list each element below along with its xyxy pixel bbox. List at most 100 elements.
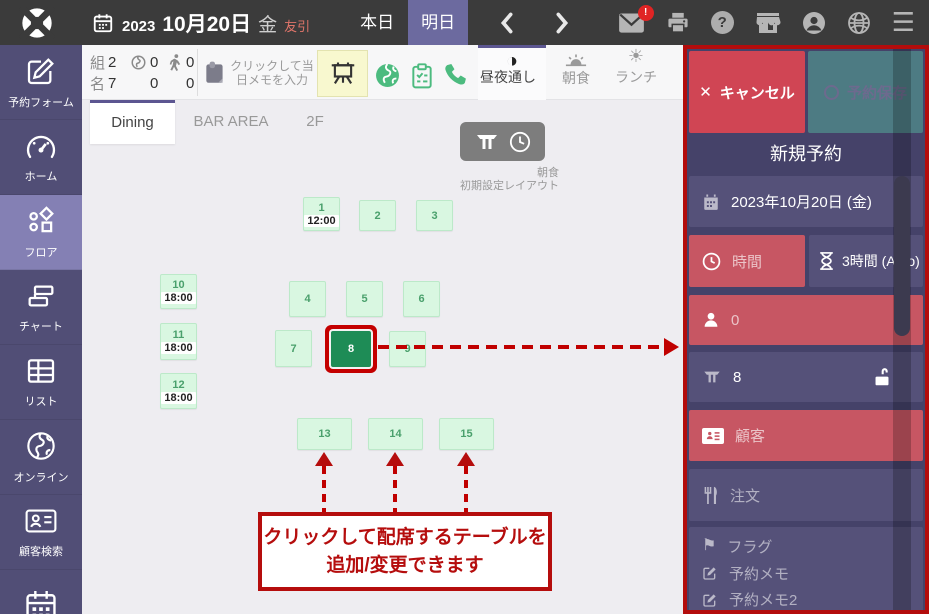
guest-count-value: 0 — [731, 311, 740, 329]
sunrise-icon — [565, 53, 587, 67]
order-label: 注文 — [730, 487, 761, 505]
sidebar-item-customer-search[interactable]: 顧客検索 — [0, 495, 82, 570]
floor-tab-bar-area[interactable]: BAR AREA — [193, 113, 269, 130]
panel-scrollbar-thumb[interactable] — [894, 176, 910, 336]
list-table-icon — [25, 356, 57, 386]
table-number: 15 — [460, 428, 473, 440]
sidebar-label: フロア — [24, 246, 58, 259]
layout-toggle-button[interactable] — [460, 122, 545, 161]
floor-table-5[interactable]: 5 — [346, 281, 383, 317]
flag-field[interactable]: ⚑ フラグ — [689, 533, 923, 560]
arrow-head-table14 — [386, 452, 404, 466]
sidebar-item-schedule[interactable] — [0, 570, 82, 614]
fork-knife-icon — [702, 486, 719, 505]
period-tab-lunch[interactable]: ☀ ランチ — [610, 45, 662, 100]
checklist-icon[interactable] — [410, 63, 434, 89]
online-count-icon — [126, 55, 150, 70]
date-weekday: 金 — [258, 14, 278, 36]
calendar-icon[interactable] — [92, 12, 114, 34]
period-label: ランチ — [615, 69, 657, 85]
reservation-memo2-field[interactable]: 予約メモ2 — [689, 586, 923, 610]
store-icon[interactable] — [755, 11, 781, 35]
floor-table-14[interactable]: 14 — [368, 418, 423, 450]
floor-table-15[interactable]: 15 — [439, 418, 494, 450]
language-globe-icon[interactable] — [847, 11, 871, 35]
table-number: 7 — [290, 342, 297, 355]
period-label: 朝食 — [562, 70, 590, 86]
memo2-label: 予約メモ2 — [729, 592, 798, 610]
reservation-date-field[interactable]: 2023年10月20日 (金) — [689, 176, 923, 227]
period-tab-breakfast[interactable]: 朝食 — [552, 45, 600, 100]
sidebar-item-chart[interactable]: チャート — [0, 270, 82, 345]
sidebar-item-reservation-form[interactable]: 予約フォーム — [0, 45, 82, 120]
floor-table-4[interactable]: 4 — [289, 281, 326, 317]
arrow-line-to-panel — [378, 345, 664, 349]
mail-icon[interactable]: ! — [618, 4, 654, 34]
cancel-button[interactable]: ✕ キャンセル — [689, 51, 805, 133]
customer-card-icon — [24, 506, 58, 536]
arrow-head-to-panel — [664, 338, 679, 356]
table-time-chip: 18:00 — [161, 342, 196, 354]
time-field[interactable]: 時間 — [689, 235, 805, 287]
sidebar-item-online[interactable]: オンライン — [0, 420, 82, 495]
next-day-icon[interactable] — [553, 12, 571, 34]
app-logo-icon[interactable] — [16, 5, 58, 41]
memo1-label: 予約メモ — [729, 565, 790, 583]
floor-table-13[interactable]: 13 — [297, 418, 352, 450]
close-icon: ✕ — [699, 84, 712, 101]
account-icon[interactable] — [802, 11, 826, 35]
help-icon[interactable]: ? — [710, 11, 734, 34]
web-reservation-icon[interactable] — [375, 63, 400, 88]
floor-tab-dining[interactable]: Dining — [90, 100, 175, 144]
table-number: 10 — [172, 279, 185, 291]
current-date: 2023 10月20日 金 友引 — [122, 8, 310, 38]
floor-table-9[interactable]: 9 — [389, 331, 426, 367]
menu-icon[interactable]: ☰ — [891, 7, 915, 37]
time-label: 時間 — [732, 253, 763, 271]
print-icon[interactable] — [666, 11, 690, 34]
floor-table-6[interactable]: 6 — [403, 281, 440, 317]
edit-square-icon — [25, 55, 57, 87]
floor-tab-2f[interactable]: 2F — [306, 113, 324, 130]
table-number: 14 — [389, 428, 402, 440]
floor-table-3[interactable]: 3 — [416, 200, 453, 231]
sidebar-item-home[interactable]: ホーム — [0, 120, 82, 195]
sidebar-item-list[interactable]: リスト — [0, 345, 82, 420]
edit-icon — [702, 592, 718, 608]
annotation-box: クリックして配席するテーブルを 追加/変更できます — [258, 512, 552, 591]
today-button[interactable]: 本日 — [360, 13, 395, 32]
memo-clip-icon — [204, 60, 226, 86]
names-label: 名 — [90, 76, 106, 93]
table-number: 12 — [172, 378, 185, 391]
board-button[interactable] — [317, 50, 368, 97]
tomorrow-button[interactable]: 明日 — [408, 0, 469, 45]
reservation-memo-field[interactable]: 予約メモ — [689, 560, 923, 587]
period-tab-allday[interactable]: ◑ 昼夜通し — [478, 45, 546, 100]
floor-table-7[interactable]: 7 — [275, 330, 312, 367]
phone-icon[interactable] — [443, 63, 468, 88]
half-circle-icon: ◑ — [505, 50, 519, 72]
day-memo-field[interactable]: クリックして当日メモを入力 — [204, 50, 316, 96]
floor-table-2[interactable]: 2 — [359, 200, 396, 231]
groups-value: 2 — [108, 54, 117, 71]
table-number: 11 — [172, 329, 185, 341]
customer-field[interactable]: 顧客 — [689, 410, 923, 461]
day-stats: 組 2 0 0 名 7 0 — [90, 52, 200, 94]
table-field[interactable]: 8 — [689, 352, 923, 402]
save-reservation-button[interactable]: 予約保存 — [808, 51, 923, 133]
order-field[interactable]: 注文 — [689, 469, 923, 521]
sidebar-item-floor[interactable]: フロア — [0, 195, 82, 270]
guest-count-field[interactable]: 0 — [689, 295, 923, 345]
prev-day-icon[interactable] — [498, 12, 516, 34]
arrow-line-table14 — [393, 466, 397, 512]
unlock-icon[interactable] — [873, 367, 891, 387]
online-bottom: 0 — [150, 75, 159, 92]
easel-icon — [328, 59, 358, 89]
floor-table-8[interactable]: 8 — [331, 331, 371, 367]
arrow-head-table15 — [457, 452, 475, 466]
